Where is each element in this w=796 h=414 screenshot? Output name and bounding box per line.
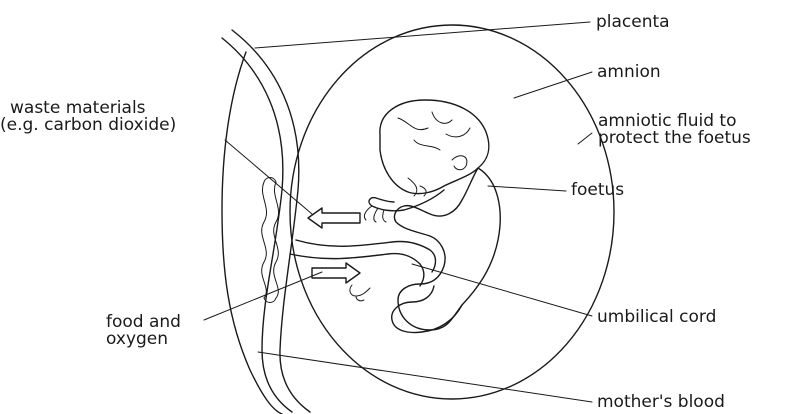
label-umbilical-cord: umbilical cord <box>597 309 716 326</box>
leader-placenta <box>255 22 590 48</box>
label-food-line2: oxygen <box>106 331 168 348</box>
leader-mothers-blood <box>258 352 592 402</box>
umbilical-cord-lower <box>290 254 424 286</box>
leader-foetus <box>488 186 566 191</box>
label-mothers-blood: mother's blood <box>597 394 725 411</box>
label-waste-line2: (e.g. carbon dioxide) <box>0 117 176 134</box>
placenta-vessel-a <box>262 182 267 298</box>
placenta-outline <box>222 52 282 414</box>
foetus-ear <box>452 156 467 170</box>
label-amnion: amnion <box>597 64 661 81</box>
foetus-hand <box>364 206 386 222</box>
label-placenta: placenta <box>596 14 670 31</box>
foetus-leg <box>392 286 462 333</box>
leader-umbilical-cord <box>412 264 592 316</box>
placenta-vessel-b <box>274 182 279 298</box>
foetus-arm <box>369 190 444 211</box>
waste-arrow <box>308 208 360 228</box>
foetus-foot <box>350 285 370 301</box>
label-foetus: foetus <box>571 182 624 199</box>
label-amniotic-fluid-line2: protect the foetus <box>598 130 751 147</box>
foetus-brain-vessels <box>398 112 470 150</box>
leader-amniotic-fluid <box>578 133 592 144</box>
leader-amnion <box>514 72 592 98</box>
